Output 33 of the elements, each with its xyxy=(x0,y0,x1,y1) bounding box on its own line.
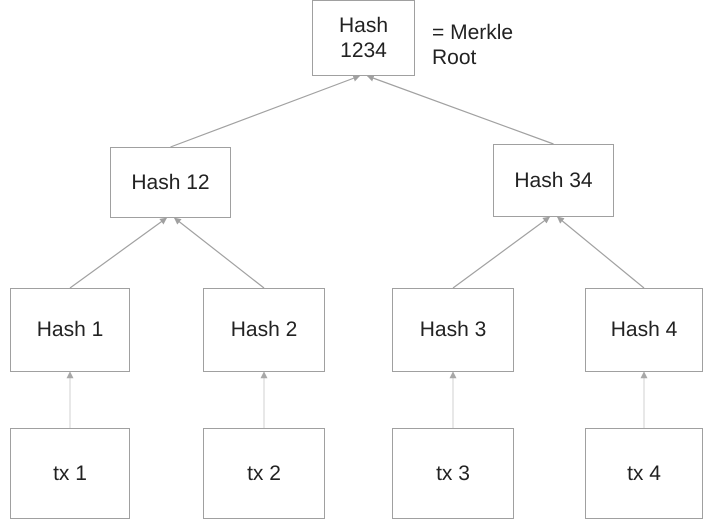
annotation-text: = Merkle Root xyxy=(432,20,514,70)
arrow xyxy=(260,371,268,428)
hash-box xyxy=(585,428,703,519)
node-label: Hash 1234 xyxy=(338,12,390,64)
arrow xyxy=(174,218,264,288)
node-label: tx 1 xyxy=(53,460,87,486)
hash-box xyxy=(312,0,415,76)
arrow xyxy=(556,216,644,288)
hash-box xyxy=(203,428,325,519)
arrow xyxy=(450,371,456,428)
arrow xyxy=(366,74,554,145)
hash-box xyxy=(392,288,514,372)
arrow xyxy=(70,218,168,288)
node-label: tx 4 xyxy=(627,460,661,486)
node-label: Hash 3 xyxy=(420,317,486,343)
hash-box xyxy=(203,288,325,372)
hash-box xyxy=(10,428,130,519)
hash-box xyxy=(493,144,614,217)
node-label: Hash 34 xyxy=(514,168,593,194)
arrow xyxy=(170,74,360,148)
node-label: Hash 4 xyxy=(610,317,678,343)
node-label: tx 3 xyxy=(436,460,470,486)
hash-box xyxy=(392,428,514,519)
hash-box xyxy=(10,288,130,372)
node-label: Hash 2 xyxy=(230,317,298,343)
node-label: tx 2 xyxy=(247,460,281,486)
node-label: Hash 1 xyxy=(36,317,104,343)
node-label: Hash 12 xyxy=(131,170,210,196)
arrow xyxy=(66,371,74,428)
hash-box xyxy=(585,288,703,372)
hash-box xyxy=(110,147,231,218)
arrow xyxy=(640,371,648,428)
arrow xyxy=(452,216,550,288)
